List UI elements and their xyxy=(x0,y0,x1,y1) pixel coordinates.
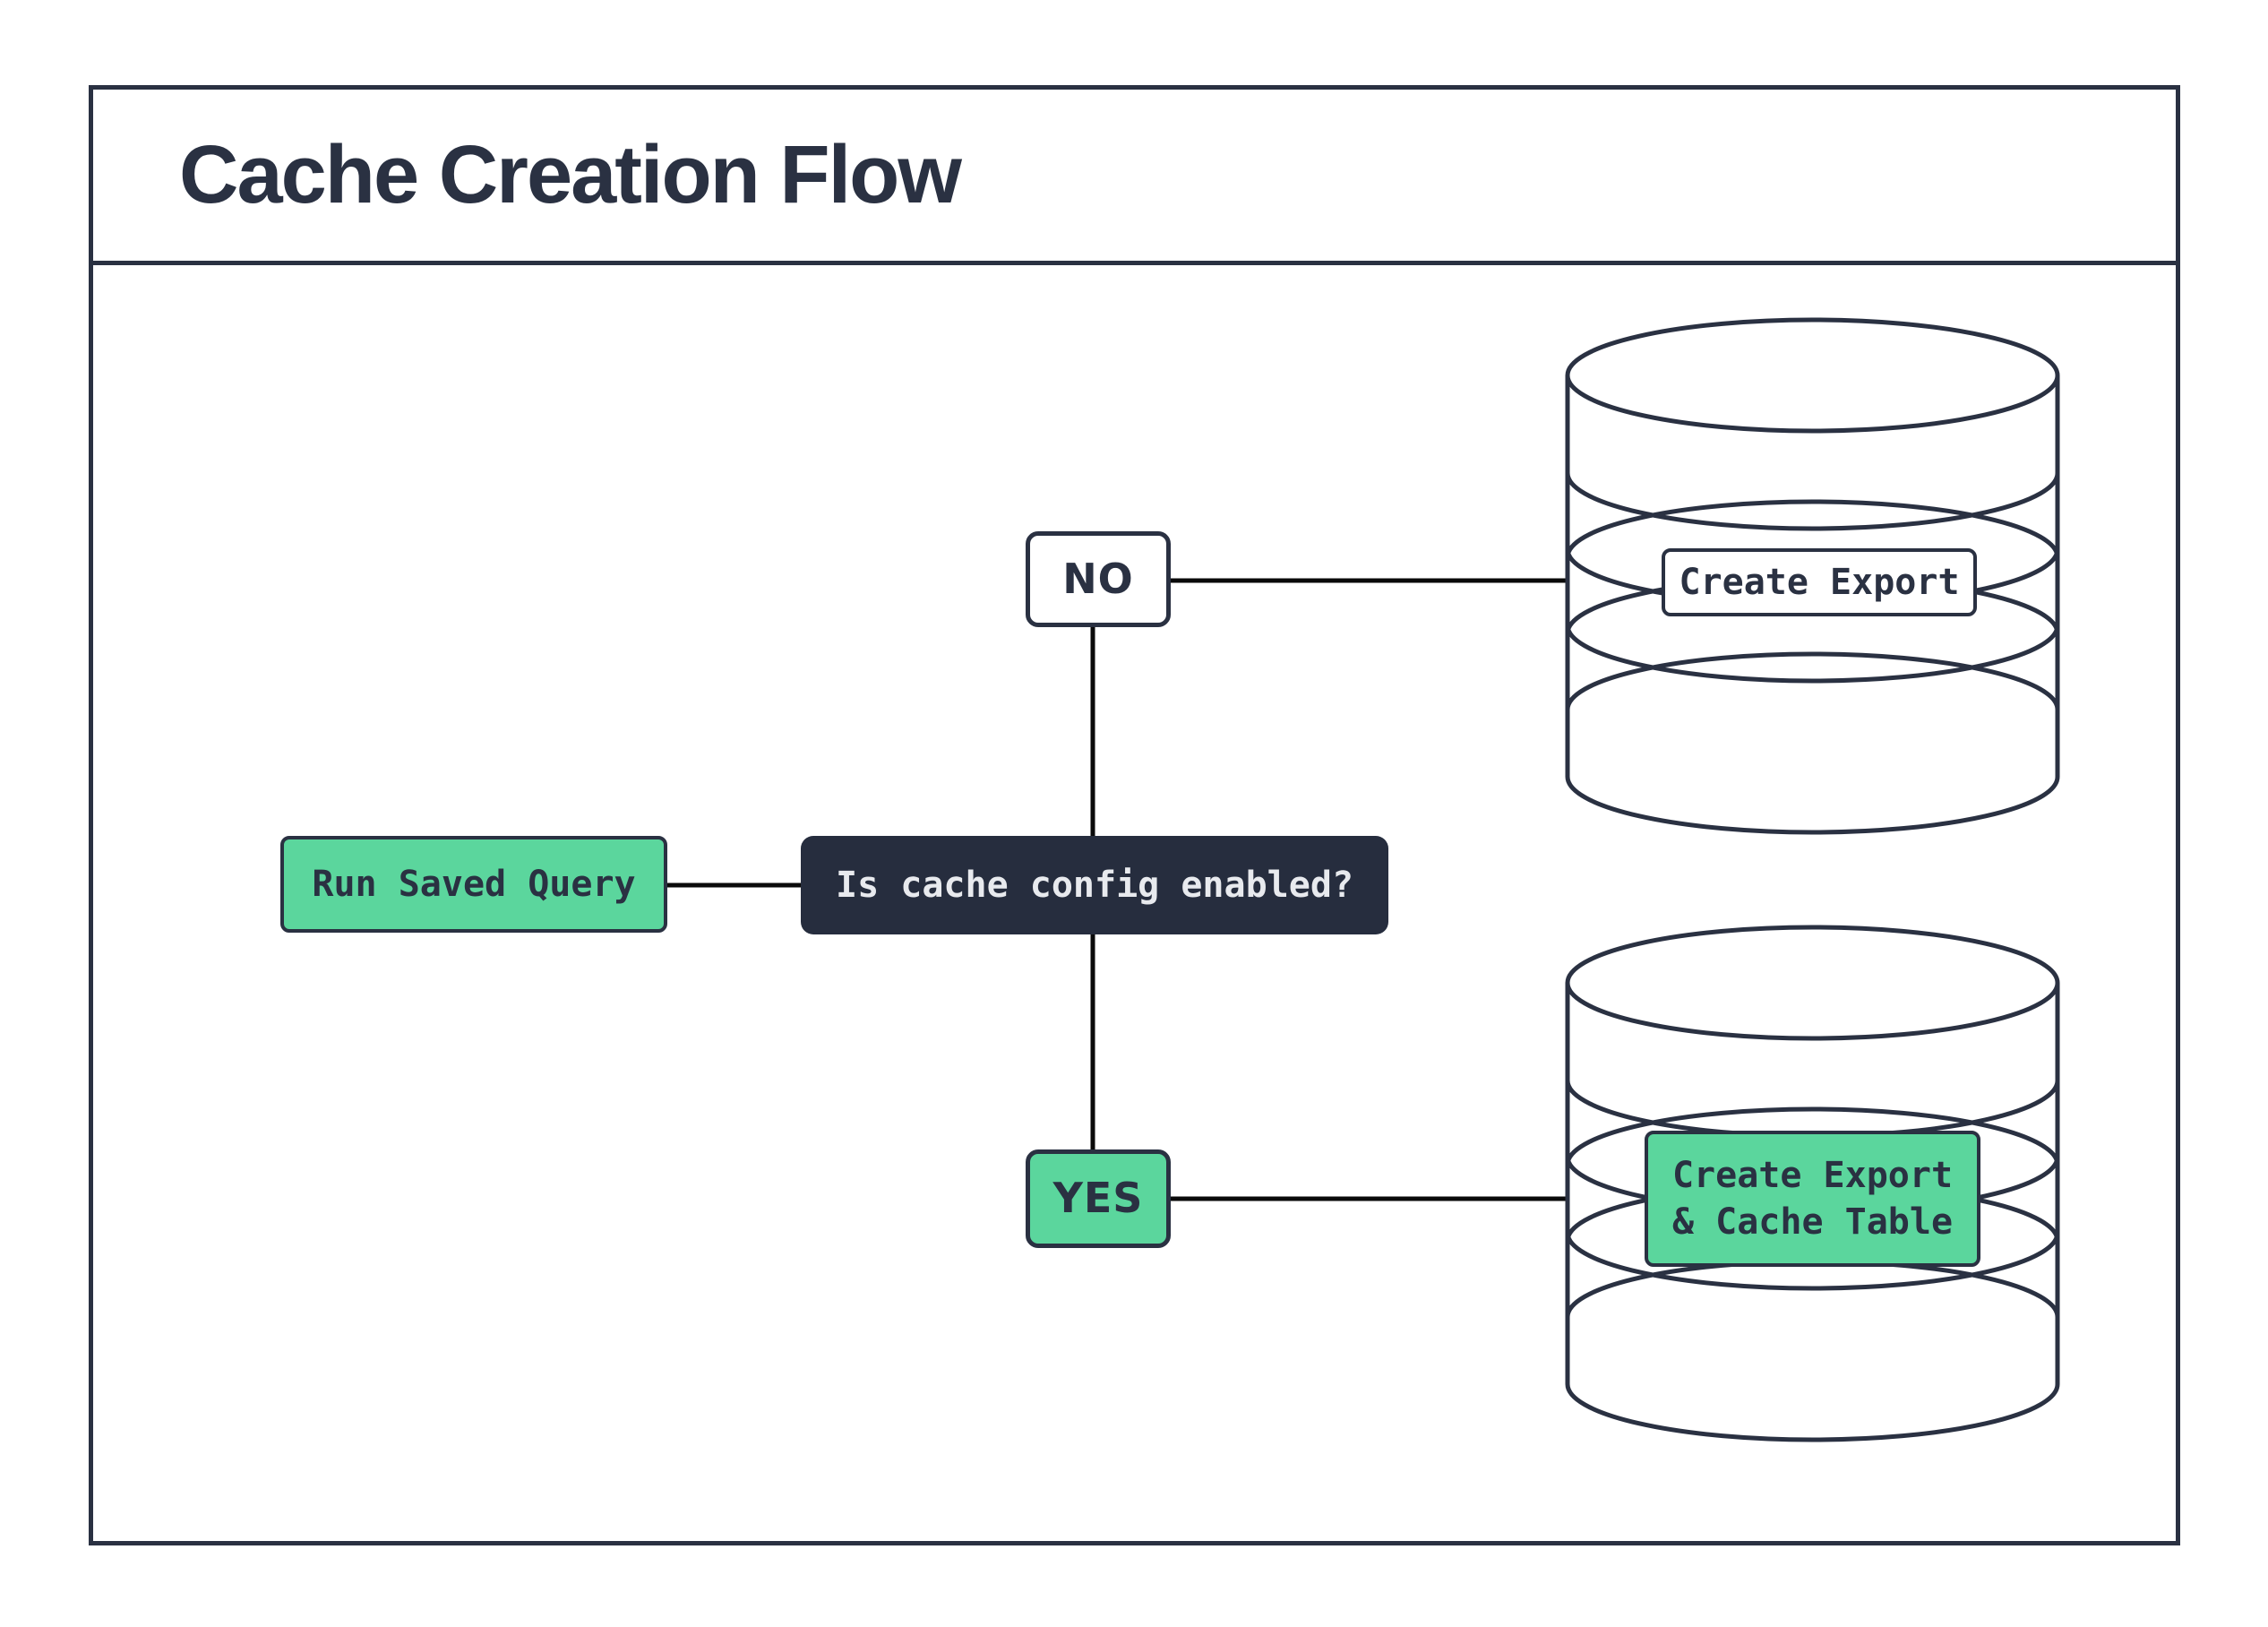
yes-branch-node: YES xyxy=(1026,1149,1171,1248)
yes-branch-label: YES xyxy=(1052,1174,1144,1223)
cache-config-decision-label: Is cache config enabled? xyxy=(836,865,1353,906)
page-title: Cache Creation Flow xyxy=(179,129,962,220)
create-export-cache-line2: & Cache Table xyxy=(1671,1201,1954,1243)
create-export-cache-line1: Create Export xyxy=(1671,1155,1954,1196)
run-saved-query-node: Run Saved Query xyxy=(280,836,667,933)
create-export-cache-table-node: Create Export & Cache Table xyxy=(1645,1131,1980,1267)
diagram-header: Cache Creation Flow xyxy=(93,90,2176,265)
create-export-label: Create Export xyxy=(1679,562,1960,603)
run-saved-query-label: Run Saved Query xyxy=(312,864,636,905)
cache-config-decision-node: Is cache config enabled? xyxy=(801,836,1388,934)
no-branch-label: NO xyxy=(1062,554,1134,603)
no-branch-node: NO xyxy=(1026,531,1171,627)
create-export-node: Create Export xyxy=(1662,548,1977,616)
